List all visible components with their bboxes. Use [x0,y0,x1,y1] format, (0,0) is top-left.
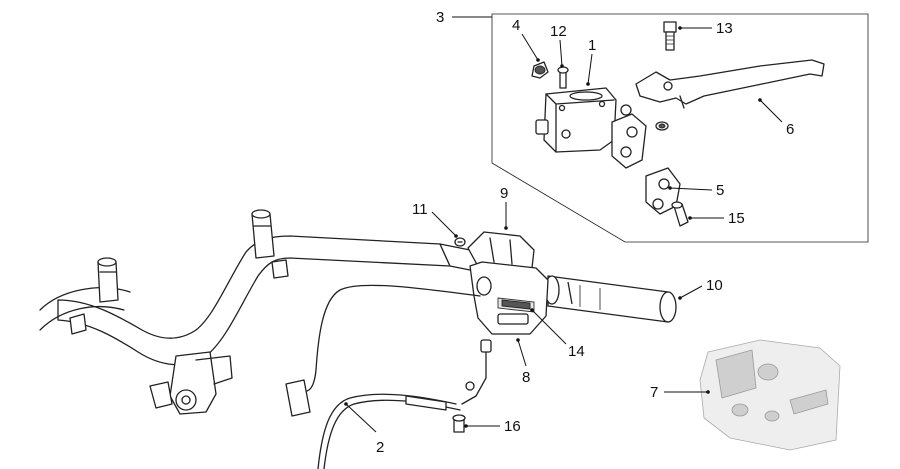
callout-4: 4 [512,17,520,34]
brake-lever [635,59,825,109]
nut-4 [531,61,549,79]
photo-inset [699,339,841,451]
callout-10: 10 [706,277,723,294]
lever-nut [655,121,669,131]
callout-1: 1 [588,37,596,54]
master-cylinder [535,87,617,153]
callout-9: 9 [500,185,508,202]
callout-6: 6 [786,121,794,138]
screw-12 [557,66,569,89]
handlebar-frame [39,209,451,415]
callout-11: 11 [412,201,428,218]
callout-12: 12 [550,23,567,40]
callout-5: 5 [716,182,724,199]
inset-box-outline [491,13,869,243]
callout-2: 2 [376,439,384,456]
callout-16: 16 [504,418,521,435]
callout-15: 15 [728,210,745,227]
bolt-13 [663,21,677,51]
screw-15 [671,201,689,227]
callout-3: 3 [436,9,444,26]
callout-14: 14 [568,343,585,360]
screw-11 [454,237,466,247]
clamp-upper [611,104,647,169]
throttle-cable [285,284,492,469]
callout-8: 8 [522,369,530,386]
screw-16 [452,414,466,433]
callout-7: 7 [650,384,658,401]
leader-lines [344,16,783,433]
callout-13: 13 [716,20,733,37]
switch-housing [467,231,549,335]
